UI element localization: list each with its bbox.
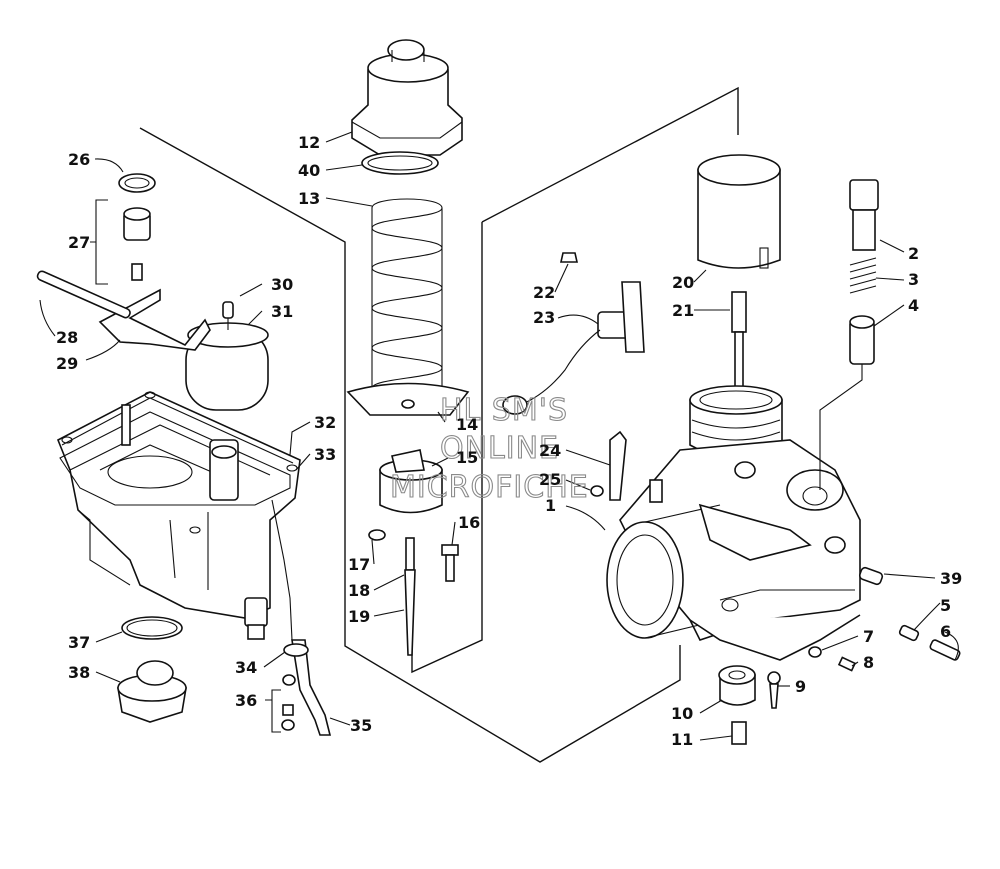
bracket <box>590 430 627 501</box>
callout-23: 23 <box>533 308 555 327</box>
needle-valve <box>118 173 156 281</box>
callout-10: 10 <box>671 704 693 723</box>
callout-21: 21 <box>672 301 694 320</box>
top-cap <box>351 39 463 175</box>
callout-14: 14 <box>456 415 478 434</box>
callout-8: 8 <box>863 653 874 672</box>
callout-37: 37 <box>68 633 90 652</box>
throttle-slide <box>697 154 781 393</box>
callout-12: 12 <box>298 133 320 152</box>
watermark-line-2: ONLINE <box>440 431 559 466</box>
jet-needle <box>368 529 459 656</box>
callout-27: 27 <box>68 233 90 252</box>
small-parts <box>718 566 961 745</box>
callout-13: 13 <box>298 189 320 208</box>
drain-plug <box>117 616 187 723</box>
callout-labels: 1 2 3 4 5 6 7 8 9 10 11 12 13 14 15 16 1… <box>56 133 962 749</box>
callout-36: 36 <box>235 691 257 710</box>
callout-24: 24 <box>539 441 561 460</box>
callout-17: 17 <box>348 555 370 574</box>
callout-32: 32 <box>314 413 336 432</box>
leader-lines <box>39 131 959 741</box>
air-screw-set <box>819 179 879 490</box>
callout-3: 3 <box>908 270 919 289</box>
callout-25: 25 <box>539 470 561 489</box>
needle-retainer <box>379 449 443 514</box>
callout-39: 39 <box>940 569 962 588</box>
carburetor-body <box>606 385 861 661</box>
panel-outlines <box>139 86 739 763</box>
callout-34: 34 <box>235 658 257 677</box>
callout-6: 6 <box>940 622 951 641</box>
float-arm <box>36 270 211 351</box>
watermark: HL SM'S ONLINE MICROFICHE <box>389 392 589 505</box>
float-bowl <box>56 391 301 640</box>
watermark-line-1: HL SM'S <box>440 393 568 428</box>
throttle-sensor <box>502 252 645 415</box>
callout-28: 28 <box>56 328 78 347</box>
callout-29: 29 <box>56 354 78 373</box>
callout-33: 33 <box>314 445 336 464</box>
callout-18: 18 <box>348 581 370 600</box>
callout-30: 30 <box>271 275 293 294</box>
callout-35: 35 <box>350 716 372 735</box>
callout-16: 16 <box>458 513 480 532</box>
callout-9: 9 <box>795 677 806 696</box>
callout-26: 26 <box>68 150 90 169</box>
callout-4: 4 <box>908 296 919 315</box>
watermark-line-3: MICROFICHE <box>390 470 589 505</box>
callout-2: 2 <box>908 244 919 263</box>
callout-31: 31 <box>271 302 293 321</box>
throttle-spring <box>346 198 470 416</box>
callout-38: 38 <box>68 663 90 682</box>
callout-40: 40 <box>298 161 320 180</box>
callout-22: 22 <box>533 283 555 302</box>
callout-11: 11 <box>671 730 693 749</box>
callout-19: 19 <box>348 607 370 626</box>
callout-1: 1 <box>545 496 556 515</box>
callout-5: 5 <box>940 596 951 615</box>
callout-7: 7 <box>863 627 874 646</box>
callout-15: 15 <box>456 448 478 467</box>
callout-20: 20 <box>672 273 694 292</box>
drain-hose <box>271 499 332 736</box>
